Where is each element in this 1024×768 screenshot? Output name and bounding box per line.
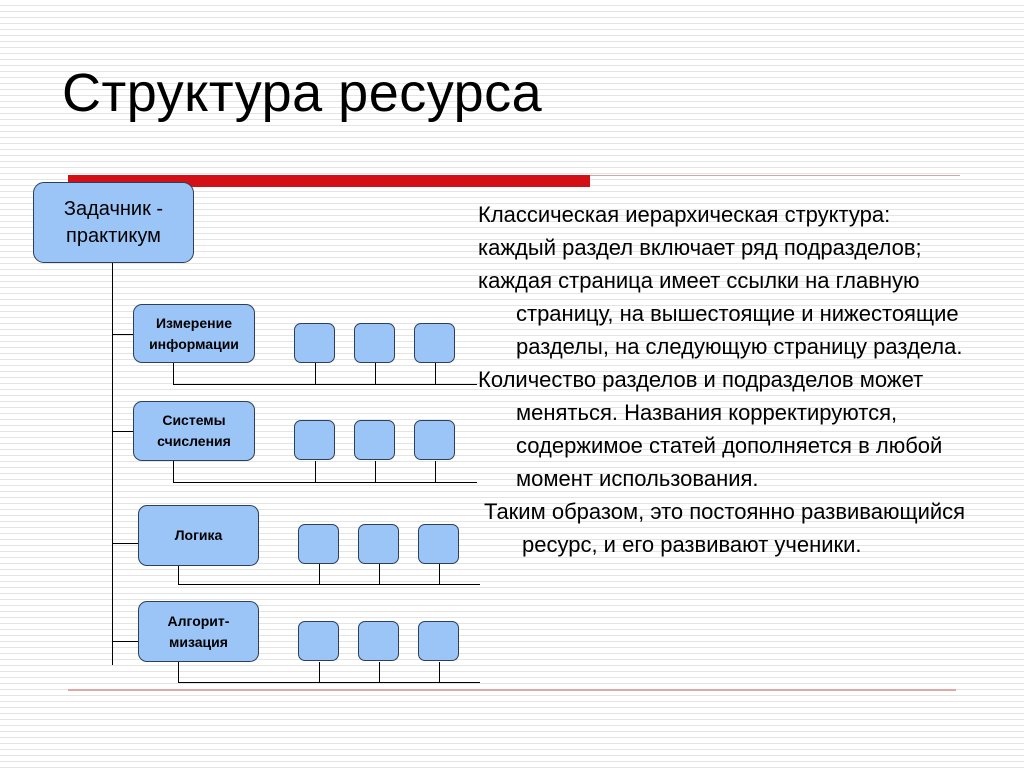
subpage-node (298, 524, 339, 564)
connector-line (112, 543, 138, 544)
connector-line (173, 363, 174, 384)
subpage-node (358, 524, 399, 564)
connector-line (435, 363, 436, 384)
connector-line (439, 662, 440, 682)
category-node-logic: Логика (138, 505, 259, 566)
connector-line (112, 431, 134, 432)
bottom-divider (68, 689, 956, 691)
description-paragraph: Таким образом, это постоянно развивающий… (484, 499, 966, 557)
subpage-node (294, 420, 335, 460)
subpage-node (294, 323, 335, 363)
connector-line (112, 334, 134, 335)
subpage-node (358, 621, 399, 661)
subpage-node (418, 621, 459, 661)
description-text: Классическая иерархическая структура: ка… (478, 198, 1013, 561)
connector-line (178, 662, 179, 682)
connector-line (435, 461, 436, 482)
connector-line (112, 641, 138, 642)
connector-line (315, 461, 316, 482)
slide-title: Структура ресурса (62, 63, 543, 123)
connector-line (375, 363, 376, 384)
description-paragraph: каждая страница имеет ссылки на главную … (478, 268, 963, 359)
root-trunk-line (112, 263, 113, 665)
connector-line (178, 584, 480, 585)
category-label-line: информации (149, 335, 239, 352)
subpage-node (354, 420, 395, 460)
connector-line (173, 461, 174, 482)
connector-line (379, 564, 380, 584)
category-label-line: Логика (174, 527, 223, 543)
category-node-algorithms: Алгорит- мизация (138, 601, 259, 662)
subpage-node (414, 323, 455, 363)
category-node-number-systems: Системы счисления (133, 401, 255, 461)
root-node: Задачник - практикум (33, 182, 194, 263)
connector-line (173, 384, 477, 385)
category-label-line: Измерение (155, 314, 232, 331)
description-paragraph: каждый раздел включает ряд подразделов; (478, 235, 922, 260)
description-paragraph: Классическая иерархическая структура: (478, 202, 891, 227)
connector-line (379, 662, 380, 682)
subpage-node (418, 524, 459, 564)
category-label-line: мизация (169, 633, 228, 650)
subpage-node (414, 420, 455, 460)
category-label-line: Системы (162, 412, 226, 428)
description-paragraph: Количество разделов и подразделов может … (478, 367, 943, 491)
connector-line (319, 662, 320, 682)
subpage-node (298, 621, 339, 661)
connector-line (173, 482, 477, 483)
category-label-line: Алгорит- (167, 612, 230, 629)
subpage-node (354, 323, 395, 363)
connector-line (375, 461, 376, 482)
connector-line (178, 566, 179, 584)
category-label-line: счисления (157, 433, 231, 449)
root-node-label-line-1: Задачник - (63, 197, 164, 220)
connector-line (315, 363, 316, 384)
connector-line (439, 564, 440, 584)
connector-line (319, 564, 320, 584)
category-node-measurement: Измерение информации (133, 304, 255, 363)
root-node-label-line-2: практикум (66, 224, 161, 247)
connector-line (178, 682, 480, 683)
title-underline-red-bar (68, 175, 590, 187)
